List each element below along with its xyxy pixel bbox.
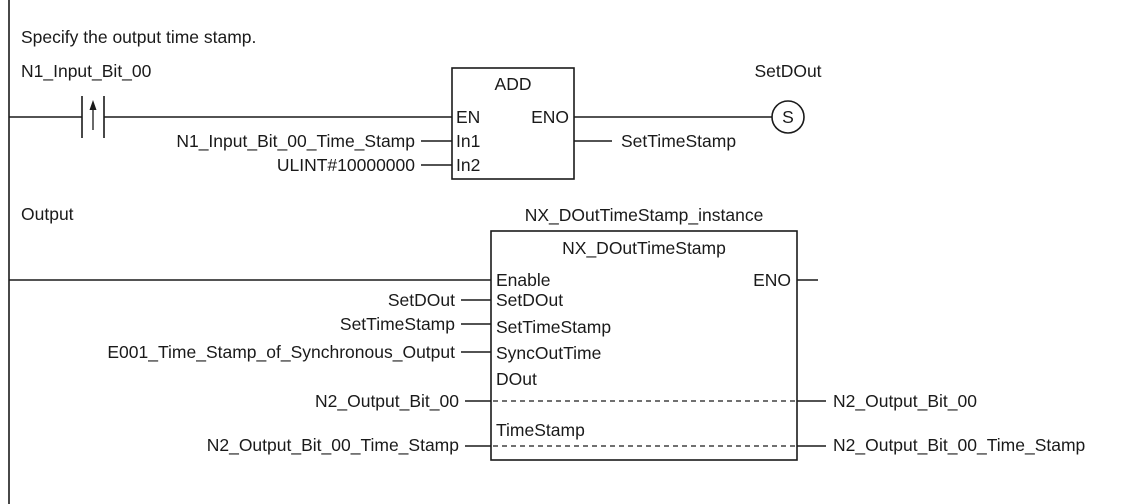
add-in1-variable: N1_Input_Bit_00_Time_Stamp bbox=[176, 131, 415, 152]
nx-in-dout-variable: N2_Output_Bit_00 bbox=[315, 391, 459, 412]
nx-in-timestamp-variable: N2_Output_Bit_00_Time_Stamp bbox=[207, 435, 459, 456]
nx-pin-enable: Enable bbox=[496, 270, 551, 290]
nx-pin-settimestamp: SetTimeStamp bbox=[496, 317, 611, 337]
add-pin-in2: In2 bbox=[456, 155, 480, 175]
add-pin-eno: ENO bbox=[531, 107, 569, 127]
rising-edge-contact[interactable] bbox=[81, 96, 105, 138]
rung1-comment: Specify the output time stamp. bbox=[21, 27, 256, 47]
add-out-variable: SetTimeStamp bbox=[621, 131, 736, 151]
nx-pin-timestamp: TimeStamp bbox=[496, 420, 585, 440]
coil-variable-label: SetDOut bbox=[754, 61, 821, 81]
add-function-block[interactable] bbox=[451, 67, 575, 180]
nx-in-syncouttime-variable: E001_Time_Stamp_of_Synchronous_Output bbox=[107, 342, 455, 363]
nx-douttimestamp-block[interactable] bbox=[490, 230, 798, 461]
add-pin-en: EN bbox=[456, 107, 480, 127]
contact-variable-label: N1_Input_Bit_00 bbox=[21, 61, 152, 82]
rung2-comment: Output bbox=[21, 204, 74, 224]
nx-out-timestamp-variable: N2_Output_Bit_00_Time_Stamp bbox=[833, 435, 1085, 456]
add-pin-in1: In1 bbox=[456, 131, 480, 151]
set-coil-symbol: S bbox=[782, 107, 794, 127]
nx-in-setdout-variable: SetDOut bbox=[388, 290, 455, 310]
instance-name: NX_DOutTimeStamp_instance bbox=[525, 205, 764, 226]
nx-block-title: NX_DOutTimeStamp bbox=[562, 238, 726, 259]
nx-pin-eno: ENO bbox=[753, 270, 791, 290]
nx-pin-dout: DOut bbox=[496, 369, 537, 389]
nx-pin-syncouttime: SyncOutTime bbox=[496, 343, 601, 363]
nx-out-dout-variable: N2_Output_Bit_00 bbox=[833, 391, 977, 412]
add-block-title: ADD bbox=[495, 74, 532, 94]
set-coil[interactable] bbox=[771, 100, 805, 134]
nx-in-settimestamp-variable: SetTimeStamp bbox=[340, 314, 455, 334]
nx-pin-setdout: SetDOut bbox=[496, 290, 563, 310]
add-in2-variable: ULINT#10000000 bbox=[277, 155, 415, 175]
